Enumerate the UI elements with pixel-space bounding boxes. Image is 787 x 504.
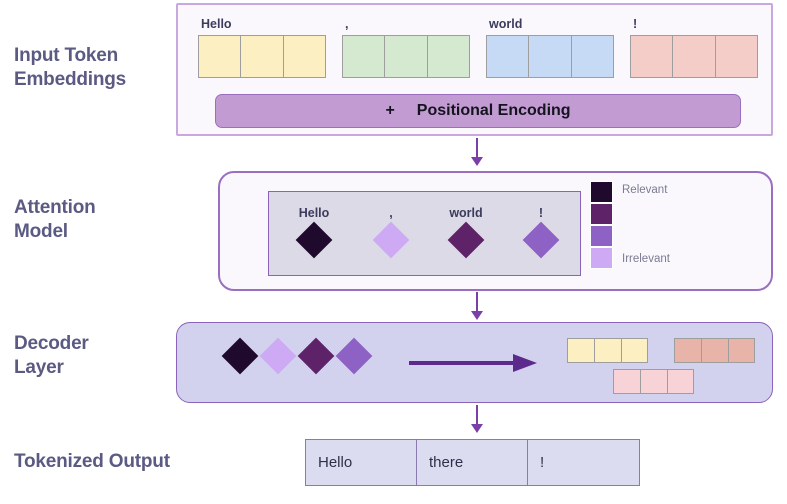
embedding-cell-row: [630, 35, 758, 78]
decoder-transform-arrow-icon: [409, 354, 537, 372]
row-label-decoder-line1: Decoder: [14, 333, 89, 354]
embedding-cell: [528, 35, 571, 78]
attention-token-list: Hello, world!: [269, 192, 580, 275]
legend-swatch: [590, 203, 613, 225]
decoder-diamond-icon: [335, 337, 373, 375]
legend-swatch: [590, 181, 613, 203]
positional-encoding-bar: + Positional Encoding: [215, 94, 741, 128]
decoder-output-cell: [613, 369, 640, 394]
attention-diamond-icon: [372, 221, 410, 259]
attention-model-card: Hello, world! Relevant Irrelevant: [218, 171, 773, 291]
attention-token: world: [429, 200, 503, 259]
decoder-diamond-icon: [221, 337, 259, 375]
arrow-input-to-attention-icon: [470, 138, 484, 166]
token-word-label: Hello: [201, 17, 232, 31]
decoder-output-cell: [621, 338, 648, 363]
embedding-cell: [384, 35, 427, 78]
embedding-cell: [486, 35, 529, 78]
embedding-cell: [240, 35, 283, 78]
arrow-attention-to-decoder-icon: [470, 292, 484, 320]
token-word-label: ,: [345, 17, 349, 31]
row-label-input-line1: Input Token: [14, 45, 119, 66]
token-embedding-group: !: [630, 13, 758, 81]
token-word-label: world: [489, 17, 523, 31]
plus-sign: +: [385, 102, 395, 119]
attention-token-panel: Hello, world!: [268, 191, 581, 276]
embedding-cell: [198, 35, 241, 78]
positional-encoding-label: Positional Encoding: [416, 102, 571, 119]
attention-token: !: [504, 200, 578, 259]
embedding-cell-row: [342, 35, 470, 78]
row-label-attention-model: Attention Model: [14, 196, 174, 244]
embedding-cell: [426, 35, 470, 78]
arrow-decoder-to-output-icon: [470, 405, 484, 433]
embedding-cell-row: [198, 35, 326, 78]
embedding-cell: [672, 35, 715, 78]
row-label-attention-line2: Model: [14, 221, 68, 242]
decoder-output-cell: [728, 338, 755, 363]
attention-token-label: ,: [389, 206, 393, 220]
output-token-cell: Hello: [306, 440, 417, 485]
embedding-cell: [342, 35, 385, 78]
decoder-output-cell: [674, 338, 701, 363]
attention-diamond-icon: [295, 221, 333, 259]
decoder-output-group-yellow: [567, 338, 648, 363]
legend-swatch-column: [590, 181, 613, 269]
token-word-label: !: [633, 17, 638, 31]
token-embedding-group: Hello: [198, 13, 326, 81]
token-embedding-group: ,: [342, 13, 470, 81]
attention-token-label: Hello: [298, 206, 330, 220]
decoder-diamond-icon: [297, 337, 335, 375]
input-token-embeddings-card: Hello, world! + Positional Encoding: [176, 3, 773, 136]
output-token-cell: there: [417, 440, 528, 485]
token-embedding-group: world: [486, 13, 614, 81]
decoder-output-cell: [667, 369, 694, 394]
legend-label-relevant: Relevant: [622, 184, 668, 196]
row-label-decoder-layer: Decoder Layer: [14, 332, 174, 380]
attention-diamond-icon: [447, 221, 485, 259]
decoder-output-cell: [640, 369, 667, 394]
embedding-cell-row: [486, 35, 614, 78]
embedding-cell: [570, 35, 614, 78]
attention-token-label: !: [538, 206, 544, 220]
row-label-input-line2: Embeddings: [14, 69, 127, 90]
row-label-tokenized-output: Tokenized Output: [14, 451, 170, 472]
row-label-decoder-line2: Layer: [14, 357, 64, 378]
embedding-cell: [714, 35, 758, 78]
decoder-output-cell: [701, 338, 728, 363]
decoder-diamond-row: [221, 337, 373, 375]
decoder-output-group-salmon: [674, 338, 755, 363]
row-label-input-token-embeddings: Input Token Embeddings: [14, 44, 174, 92]
embedding-cell: [630, 35, 673, 78]
legend-label-irrelevant: Irrelevant: [622, 253, 670, 265]
attention-diamond-icon: [522, 221, 560, 259]
decoder-output-group-pink: [613, 369, 694, 394]
decoder-output-cell: [594, 338, 621, 363]
decoder-diamond-icon: [259, 337, 297, 375]
row-label-attention-line1: Attention: [14, 197, 96, 218]
legend-swatch: [590, 225, 613, 247]
attention-token: ,: [354, 200, 428, 259]
decoder-output-cell: [567, 338, 594, 363]
attention-token: Hello: [277, 200, 351, 259]
embedding-cell: [282, 35, 326, 78]
attention-token-label: world: [449, 206, 483, 220]
decoder-layer-card: [176, 322, 773, 403]
output-token-cell: !: [528, 440, 639, 485]
token-embedding-grid: Hello, world!: [198, 13, 758, 81]
legend-swatch: [590, 247, 613, 269]
